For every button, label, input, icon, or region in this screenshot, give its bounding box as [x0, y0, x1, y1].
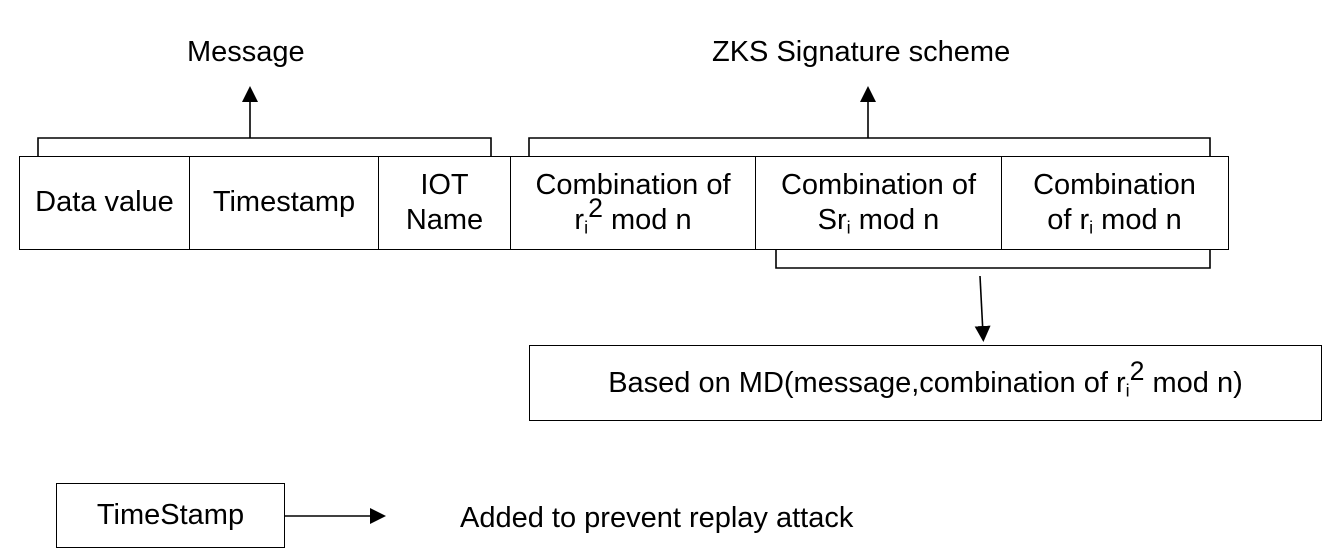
md-box-text: Based on MD(message,combination of ri2 m… — [608, 355, 1243, 400]
ri-mod-n-cell: Combination of ri mod n — [1002, 157, 1227, 249]
sri-mod-n-cell: Combination of Sri mod n — [756, 157, 1002, 249]
timestamp-legend-box: TimeStamp — [56, 483, 285, 548]
ri-line1: Combination — [1033, 168, 1196, 201]
iot-name-line1: IOT — [420, 168, 469, 201]
sri-line2: Sri mod n — [817, 204, 940, 238]
ri2-line1: Combination of — [535, 168, 731, 201]
ri-line2: of ri mod n — [1047, 204, 1182, 238]
down-arrow — [974, 275, 991, 342]
timestamp-legend-text: TimeStamp — [96, 499, 245, 531]
lower-bracket — [775, 250, 1211, 269]
zks-bracket — [528, 137, 1211, 157]
data-value-cell: Data value — [20, 157, 190, 249]
ri2-line2: ri2 mod n — [574, 193, 692, 238]
replay-attack-note: Added to prevent replay attack — [460, 502, 854, 534]
zks-signature-label: ZKS Signature scheme — [712, 36, 1011, 68]
iot-name-cell: IOT Name — [379, 157, 511, 249]
packet-row: Data value Timestamp IOT Name Combinatio… — [19, 156, 1229, 250]
timestamp-cell: Timestamp — [190, 157, 379, 249]
ri2-mod-n-cell: Combination of ri2 mod n — [511, 157, 756, 249]
message-bracket — [37, 137, 492, 157]
iot-name-line2: Name — [405, 204, 484, 236]
data-value-text: Data value — [35, 186, 174, 219]
message-label: Message — [187, 36, 305, 68]
sri-line1: Combination of — [780, 168, 977, 201]
md-box: Based on MD(message,combination of ri2 m… — [529, 345, 1322, 421]
timestamp-text: Timestamp — [212, 186, 356, 219]
